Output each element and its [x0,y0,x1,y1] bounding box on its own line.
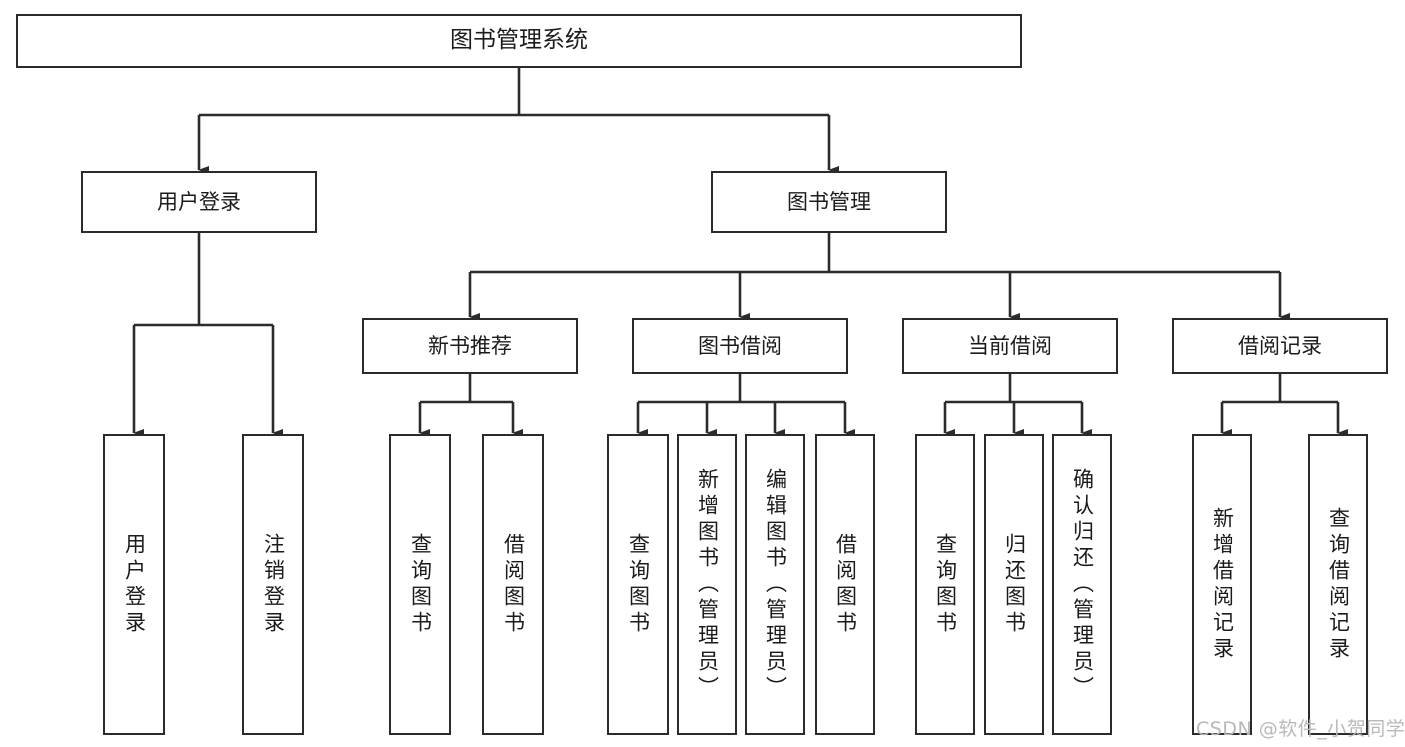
node-label: 用户登录 [157,189,241,214]
node-leaf-query-record[interactable]: 查询借阅记录 [1308,434,1368,735]
node-label: 借阅图书 [833,532,858,637]
node-leaf-query-book-3[interactable]: 查询图书 [915,434,975,735]
node-label: 新增借阅记录 [1210,506,1235,663]
node-label: 新书推荐 [428,333,512,358]
node-leaf-query-book-2[interactable]: 查询图书 [607,434,669,735]
node-borrow-record[interactable]: 借阅记录 [1172,318,1388,374]
node-new-book-rec[interactable]: 新书推荐 [362,318,578,374]
node-leaf-add-record[interactable]: 新增借阅记录 [1192,434,1252,735]
node-label: 用户登录 [122,532,147,637]
node-label: 归还图书 [1002,532,1027,637]
node-leaf-confirm-return[interactable]: 确认归还（管理员） [1052,434,1112,735]
csdn-watermark: CSDN @软件_小贺同学 [1196,718,1405,740]
node-label: 查询图书 [933,532,958,637]
node-label: 编辑图书（管理员） [763,467,788,702]
node-current-borrow[interactable]: 当前借阅 [902,318,1118,374]
node-leaf-edit-book[interactable]: 编辑图书（管理员） [745,434,805,735]
node-label: 图书管理 [787,189,871,214]
node-label: 图书管理系统 [450,27,588,54]
node-root[interactable]: 图书管理系统 [16,14,1022,68]
node-label: 查询图书 [626,532,651,637]
node-book-borrow[interactable]: 图书借阅 [632,318,848,374]
node-leaf-query-book-1[interactable]: 查询图书 [389,434,451,735]
node-label: 查询图书 [408,532,433,637]
node-leaf-user-login[interactable]: 用户登录 [103,434,165,735]
node-label: 图书借阅 [698,333,782,358]
node-user-login[interactable]: 用户登录 [81,171,317,233]
node-label: 查询借阅记录 [1326,506,1351,663]
node-label: 借阅记录 [1238,333,1322,358]
node-book-manage[interactable]: 图书管理 [711,171,947,233]
node-label: 确认归还（管理员） [1070,467,1095,702]
node-leaf-borrow-book-2[interactable]: 借阅图书 [815,434,875,735]
node-label: 注销登录 [261,532,286,637]
node-label: 借阅图书 [501,532,526,637]
node-leaf-add-book[interactable]: 新增图书（管理员） [677,434,737,735]
node-leaf-return-book[interactable]: 归还图书 [984,434,1044,735]
node-leaf-borrow-book-1[interactable]: 借阅图书 [482,434,544,735]
node-leaf-logout[interactable]: 注销登录 [242,434,304,735]
node-label: 当前借阅 [968,333,1052,358]
node-label: 新增图书（管理员） [695,467,720,702]
